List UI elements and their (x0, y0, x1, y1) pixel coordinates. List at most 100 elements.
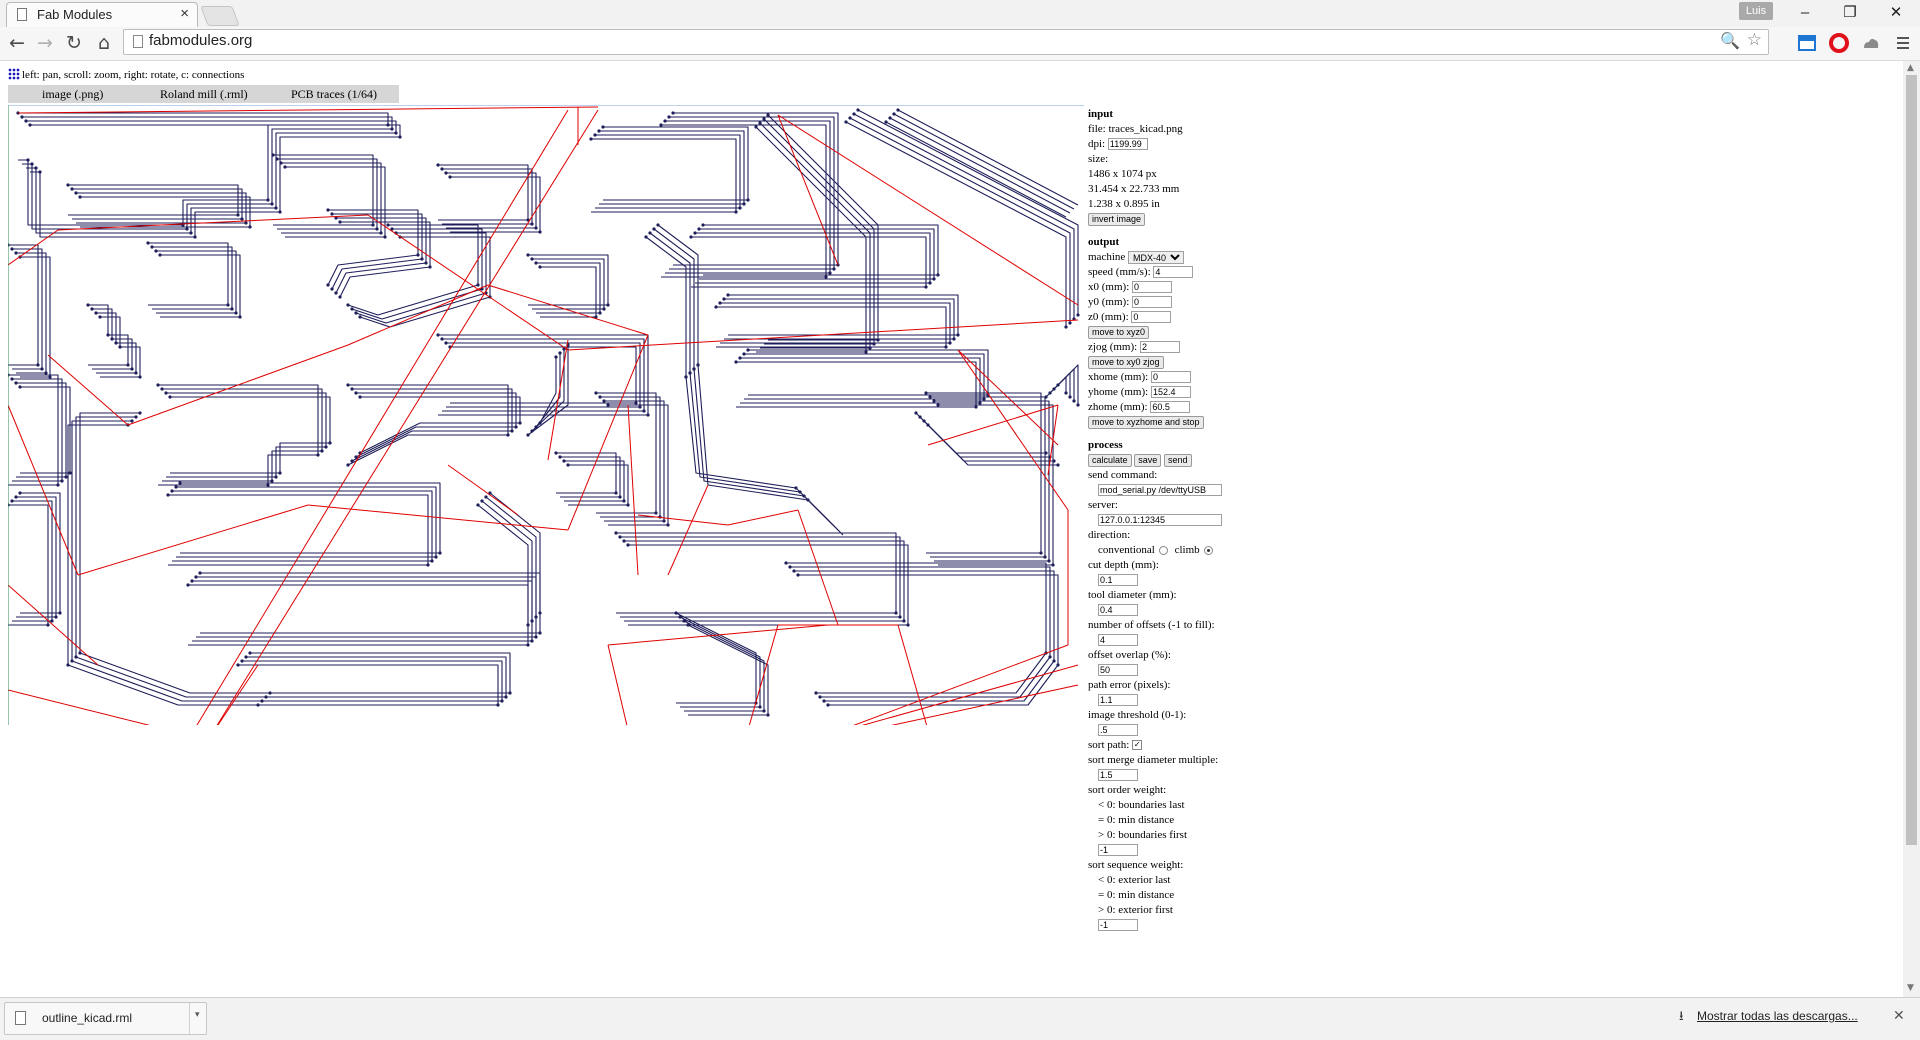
tab-close-icon[interactable]: × (180, 5, 189, 22)
minimize-button[interactable]: – (1800, 4, 1810, 21)
toolpath-point (14, 381, 18, 385)
toolpath-point (56, 483, 60, 487)
toolpath-point (722, 297, 726, 301)
zoom-icon[interactable]: 🔍 (1720, 31, 1740, 50)
page-info-icon[interactable] (133, 35, 143, 48)
y0-input[interactable] (1132, 296, 1172, 309)
module-process[interactable]: PCB traces (1/64) (291, 87, 377, 101)
toolpath-point (334, 291, 338, 295)
sequence-opt-1: < 0: exterior last (1098, 874, 1171, 886)
show-all-downloads-link[interactable]: Mostrar todas las descargas... (1697, 1009, 1858, 1023)
toolpath-point (1052, 659, 1056, 663)
address-bar[interactable]: fabmodules.org 🔍 ☆ (123, 29, 1769, 55)
toolpath-point (738, 206, 742, 210)
toolpath-point (18, 385, 22, 389)
module-output[interactable]: Roland mill (.rml) (160, 87, 248, 101)
toolpath-point (508, 691, 512, 695)
path-error-input[interactable] (1098, 694, 1138, 707)
send-command-input[interactable] (1098, 484, 1222, 497)
calculate-button[interactable]: calculate (1088, 453, 1132, 467)
opera-icon[interactable] (1829, 33, 1849, 53)
restore-button[interactable]: ❐ (1843, 4, 1857, 21)
toolpath-point (526, 623, 530, 627)
move-to-xyzhome-button[interactable]: move to xyzhome and stop (1088, 415, 1204, 429)
invert-image-button[interactable]: invert image (1088, 212, 1146, 226)
profile-button[interactable]: Luis (1739, 2, 1773, 20)
toolpath-point (193, 235, 197, 239)
zhome-input[interactable] (1150, 401, 1191, 414)
toolpath-point (283, 165, 287, 169)
toolpath-contour (485, 496, 537, 617)
direction-label: direction: (1088, 529, 1131, 541)
close-window-button[interactable]: ✕ (1889, 4, 1903, 21)
download-item[interactable]: outline_kicad.rml ▾ (4, 1002, 207, 1035)
toolpath-contour (477, 504, 529, 625)
toolpath-point (974, 405, 978, 409)
connection-lines (8, 106, 1079, 725)
connection-line (797, 509, 839, 626)
climb-radio[interactable] (1203, 545, 1213, 555)
toolpath-contour (897, 109, 1079, 206)
tool-diameter-input[interactable] (1098, 604, 1138, 617)
sequence-weight-label: sort sequence weight: (1088, 859, 1184, 871)
scroll-up-icon[interactable]: ▲ (1907, 63, 1914, 73)
save-button[interactable]: save (1134, 453, 1162, 467)
overlap-input[interactable] (1098, 664, 1138, 677)
toolpath-point (589, 137, 593, 141)
toolpath-point (888, 116, 892, 120)
close-shelf-icon[interactable]: ✕ (1893, 1008, 1905, 1024)
home-icon[interactable]: ⌂ (97, 32, 111, 54)
bookmark-star-icon[interactable]: ☆ (1746, 30, 1762, 50)
url-text[interactable]: fabmodules.org (149, 32, 253, 49)
connection-line (897, 624, 928, 725)
vertical-scrollbar[interactable]: ▲ ▼ (1903, 61, 1920, 997)
download-menu-chevron-icon[interactable]: ▾ (195, 1010, 200, 1020)
yhome-input[interactable] (1150, 386, 1191, 399)
x0-input[interactable] (1132, 281, 1172, 294)
cloud-extension-icon[interactable] (1861, 33, 1881, 53)
toolpath-contour (200, 572, 541, 634)
cut-depth-label: cut depth (mm): (1088, 559, 1159, 571)
connection-line (861, 664, 1079, 725)
toolpath-point (430, 559, 434, 563)
scrollbar-thumb[interactable] (1906, 75, 1917, 845)
module-input[interactable]: image (.png) (42, 87, 104, 101)
cut-depth-input[interactable] (1098, 574, 1138, 587)
toolpath-point (788, 565, 792, 569)
new-tab-button[interactable] (200, 6, 240, 26)
dpi-input[interactable] (1107, 138, 1148, 151)
move-to-xy0-zjog-button[interactable]: move to xy0 zjog (1088, 355, 1164, 369)
zjog-input[interactable] (1139, 341, 1180, 354)
move-to-xyz0-button[interactable]: move to xyz0 (1088, 325, 1150, 339)
download-file-name[interactable]: outline_kicad.rml (42, 1011, 133, 1025)
forward-arrow-icon[interactable]: → (37, 32, 53, 54)
speed-input[interactable] (1153, 266, 1194, 279)
machine-select[interactable]: MDX-40 (1128, 250, 1185, 264)
toolpath-contour (246, 656, 507, 698)
toolpath-contour (645, 236, 687, 377)
toolpath-contour (88, 304, 129, 366)
server-input[interactable] (1098, 514, 1222, 527)
back-arrow-icon[interactable]: ← (9, 32, 25, 54)
reload-icon[interactable]: ↻ (66, 32, 82, 54)
xhome-input[interactable] (1150, 371, 1191, 384)
sequence-weight-input[interactable] (1098, 919, 1138, 932)
menu-icon[interactable] (1893, 33, 1913, 53)
tab-fab-modules[interactable]: Fab Modules × (6, 2, 198, 27)
scroll-down-icon[interactable]: ▼ (1907, 983, 1914, 993)
offsets-input[interactable] (1098, 634, 1138, 647)
order-weight-input[interactable] (1098, 844, 1138, 857)
toolpath-point (358, 395, 362, 399)
merge-input[interactable] (1098, 769, 1138, 782)
toolpath-point (278, 471, 282, 475)
send-button[interactable]: send (1164, 453, 1192, 467)
toolpath-point (130, 419, 134, 423)
toolpath-canvas[interactable] (8, 105, 1084, 725)
connection-line (607, 644, 628, 725)
z0-input[interactable] (1131, 311, 1172, 324)
threshold-input[interactable] (1098, 724, 1138, 737)
sort-path-checkbox[interactable]: ✓ (1132, 740, 1143, 751)
extension-window-icon[interactable] (1797, 33, 1817, 53)
conventional-radio[interactable] (1158, 545, 1168, 555)
toolpath-point (898, 615, 902, 619)
